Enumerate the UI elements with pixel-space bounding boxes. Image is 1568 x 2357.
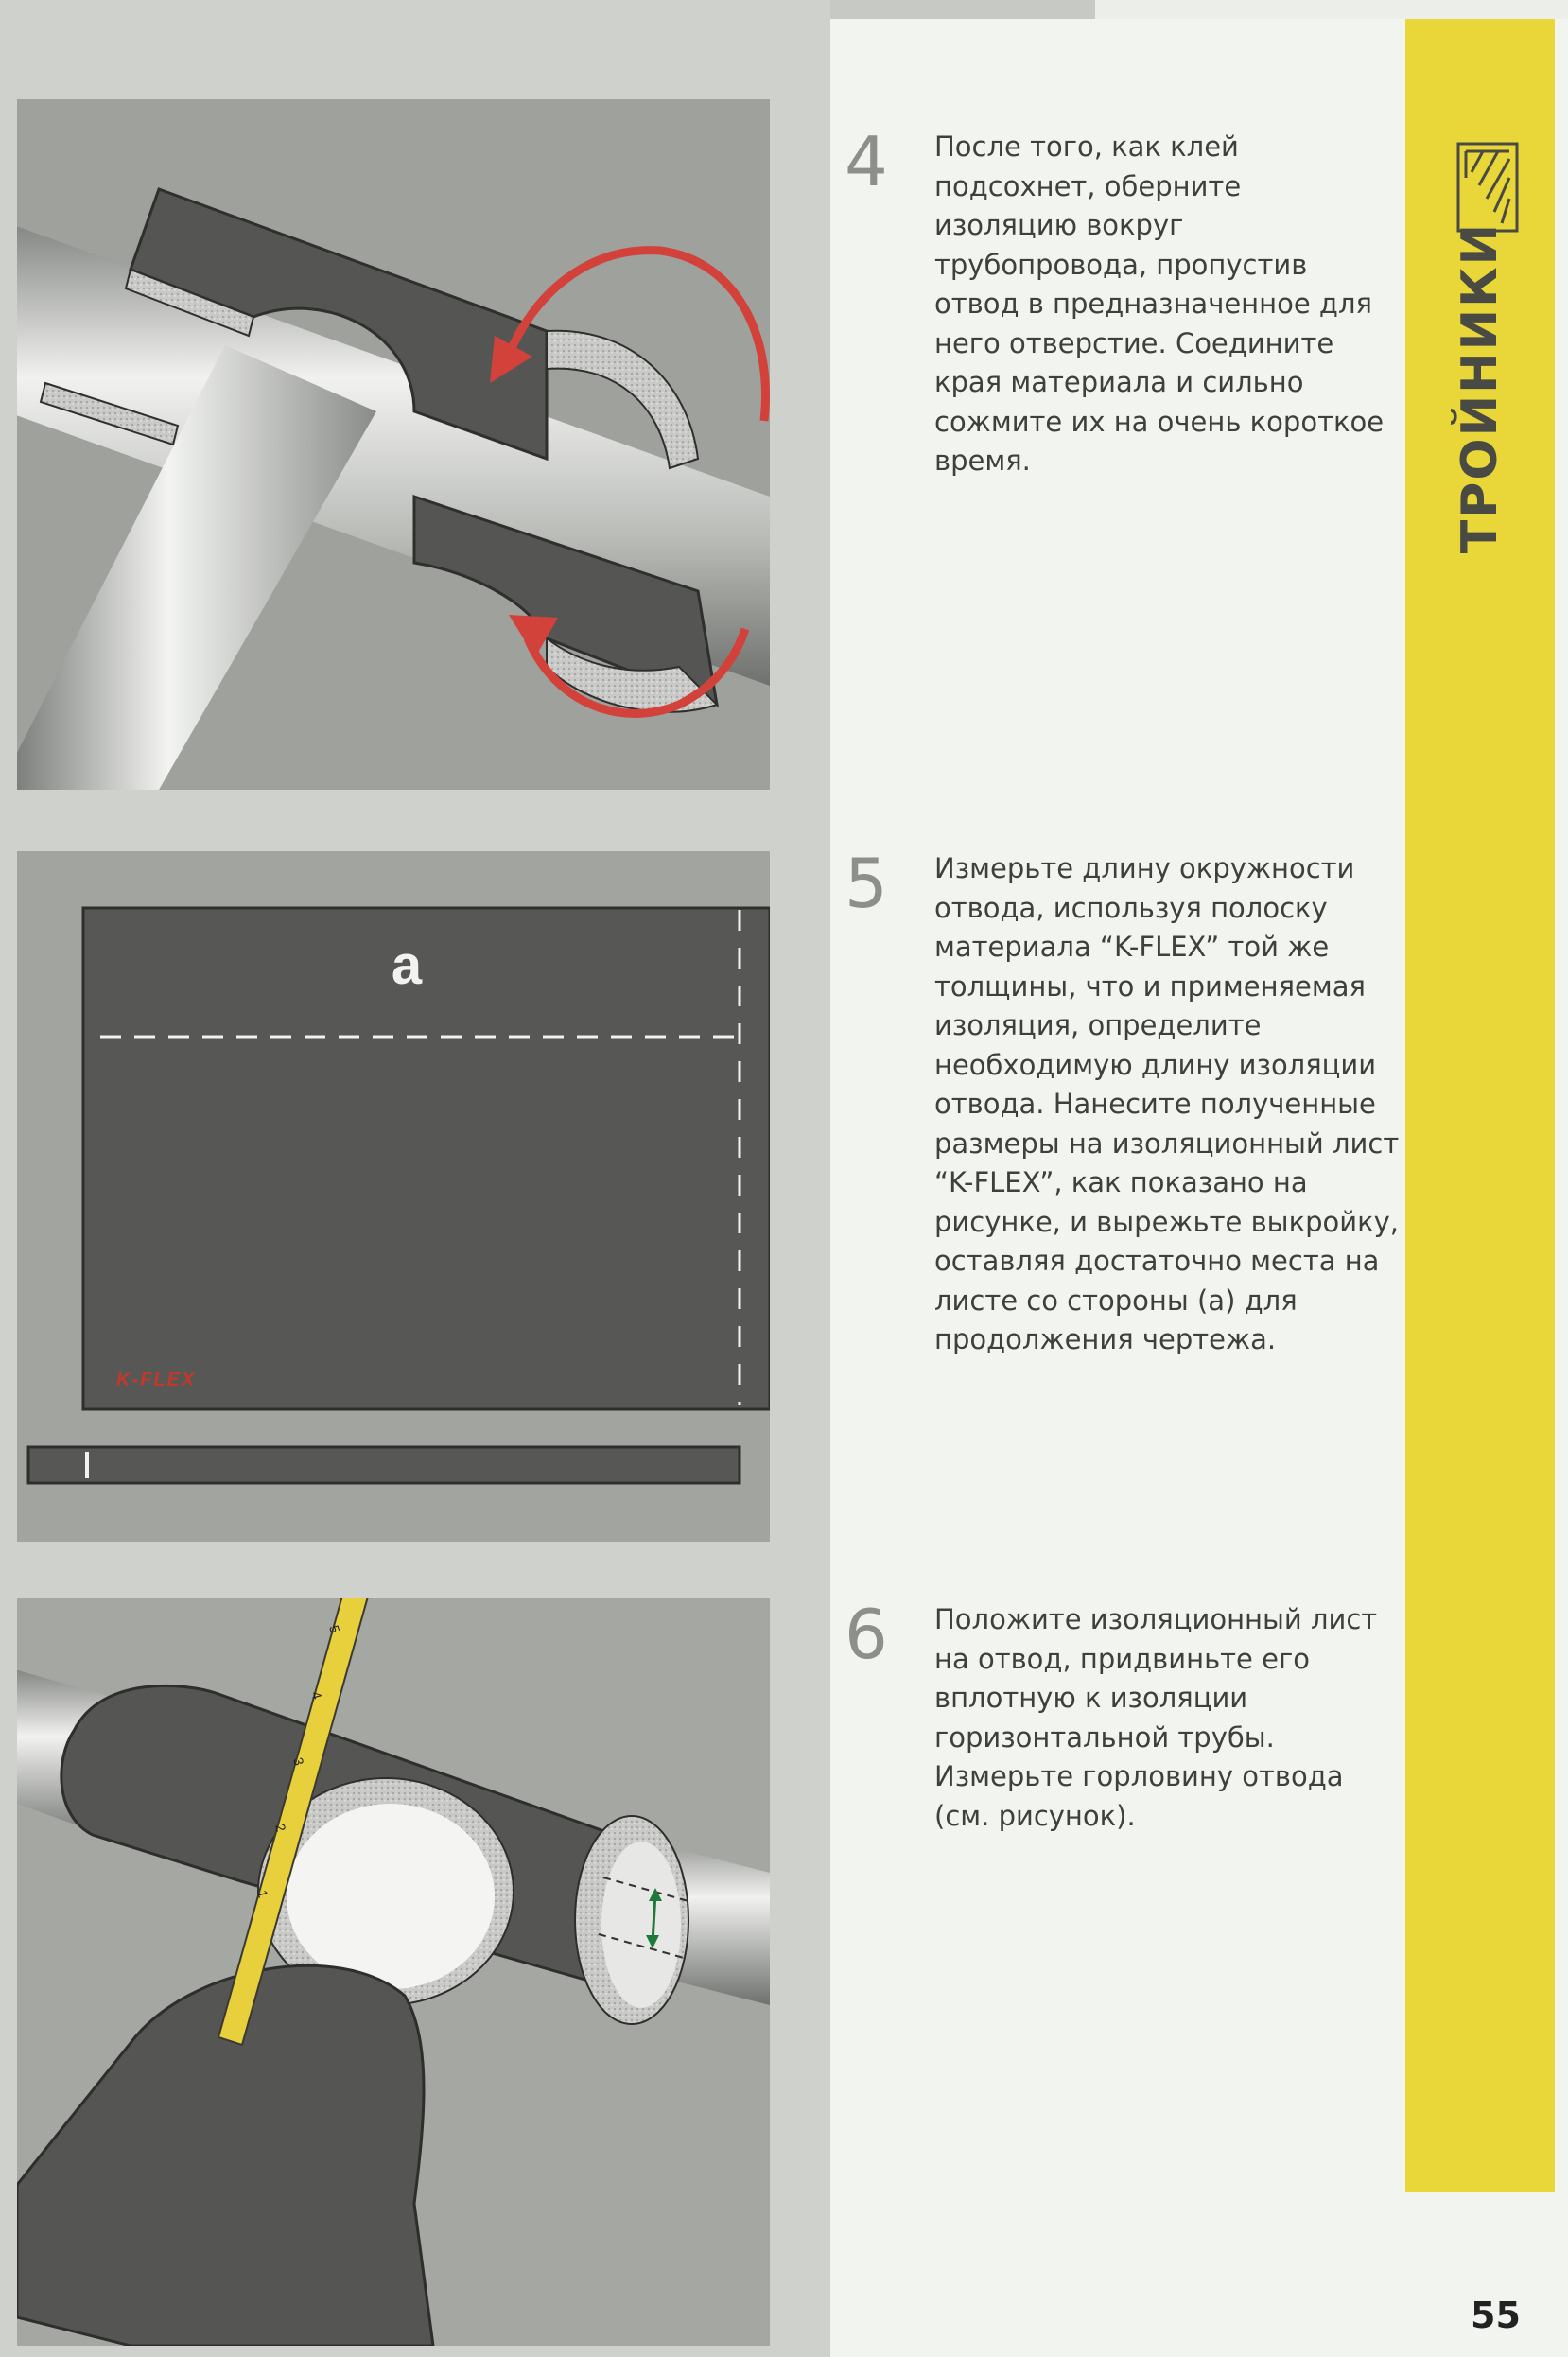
step-number: 6 xyxy=(845,1595,888,1674)
step-text: Измерьте длину окружности отвода, исполь… xyxy=(934,852,1400,1355)
measuring-tape xyxy=(217,1598,369,2047)
tee-measure-drawing: 5 4 3 2 1 xyxy=(17,1598,770,2346)
measuring-strip xyxy=(26,1445,741,1485)
scan-top-strip xyxy=(830,0,1095,19)
tee-wrap-drawing xyxy=(17,99,770,790)
illustration-step-4 xyxy=(17,99,770,790)
k-flex-brand: K-FLEX xyxy=(116,1370,196,1390)
sheet-label-a: a xyxy=(392,934,423,996)
illustration-step-6: 5 4 3 2 1 xyxy=(17,1598,770,2346)
step-text: Положите изоляционный лист на отвод, при… xyxy=(934,1603,1378,1832)
step-number: 5 xyxy=(845,844,888,923)
insulation-sheet xyxy=(81,906,770,1411)
sheet-pattern-drawing: a K-FLEX xyxy=(17,851,770,1542)
step-number: 4 xyxy=(845,122,888,201)
step-text: После того, как клей подсохнет, оберните… xyxy=(934,131,1385,477)
section-title: ТРОЙНИКИ xyxy=(1452,221,1508,554)
page-number: 55 xyxy=(1471,2295,1521,2336)
illustration-step-5: a K-FLEX xyxy=(17,851,770,1542)
section-tab: ТРОЙНИКИ xyxy=(1405,19,1555,2192)
tee-fitting-icon xyxy=(1456,142,1519,233)
